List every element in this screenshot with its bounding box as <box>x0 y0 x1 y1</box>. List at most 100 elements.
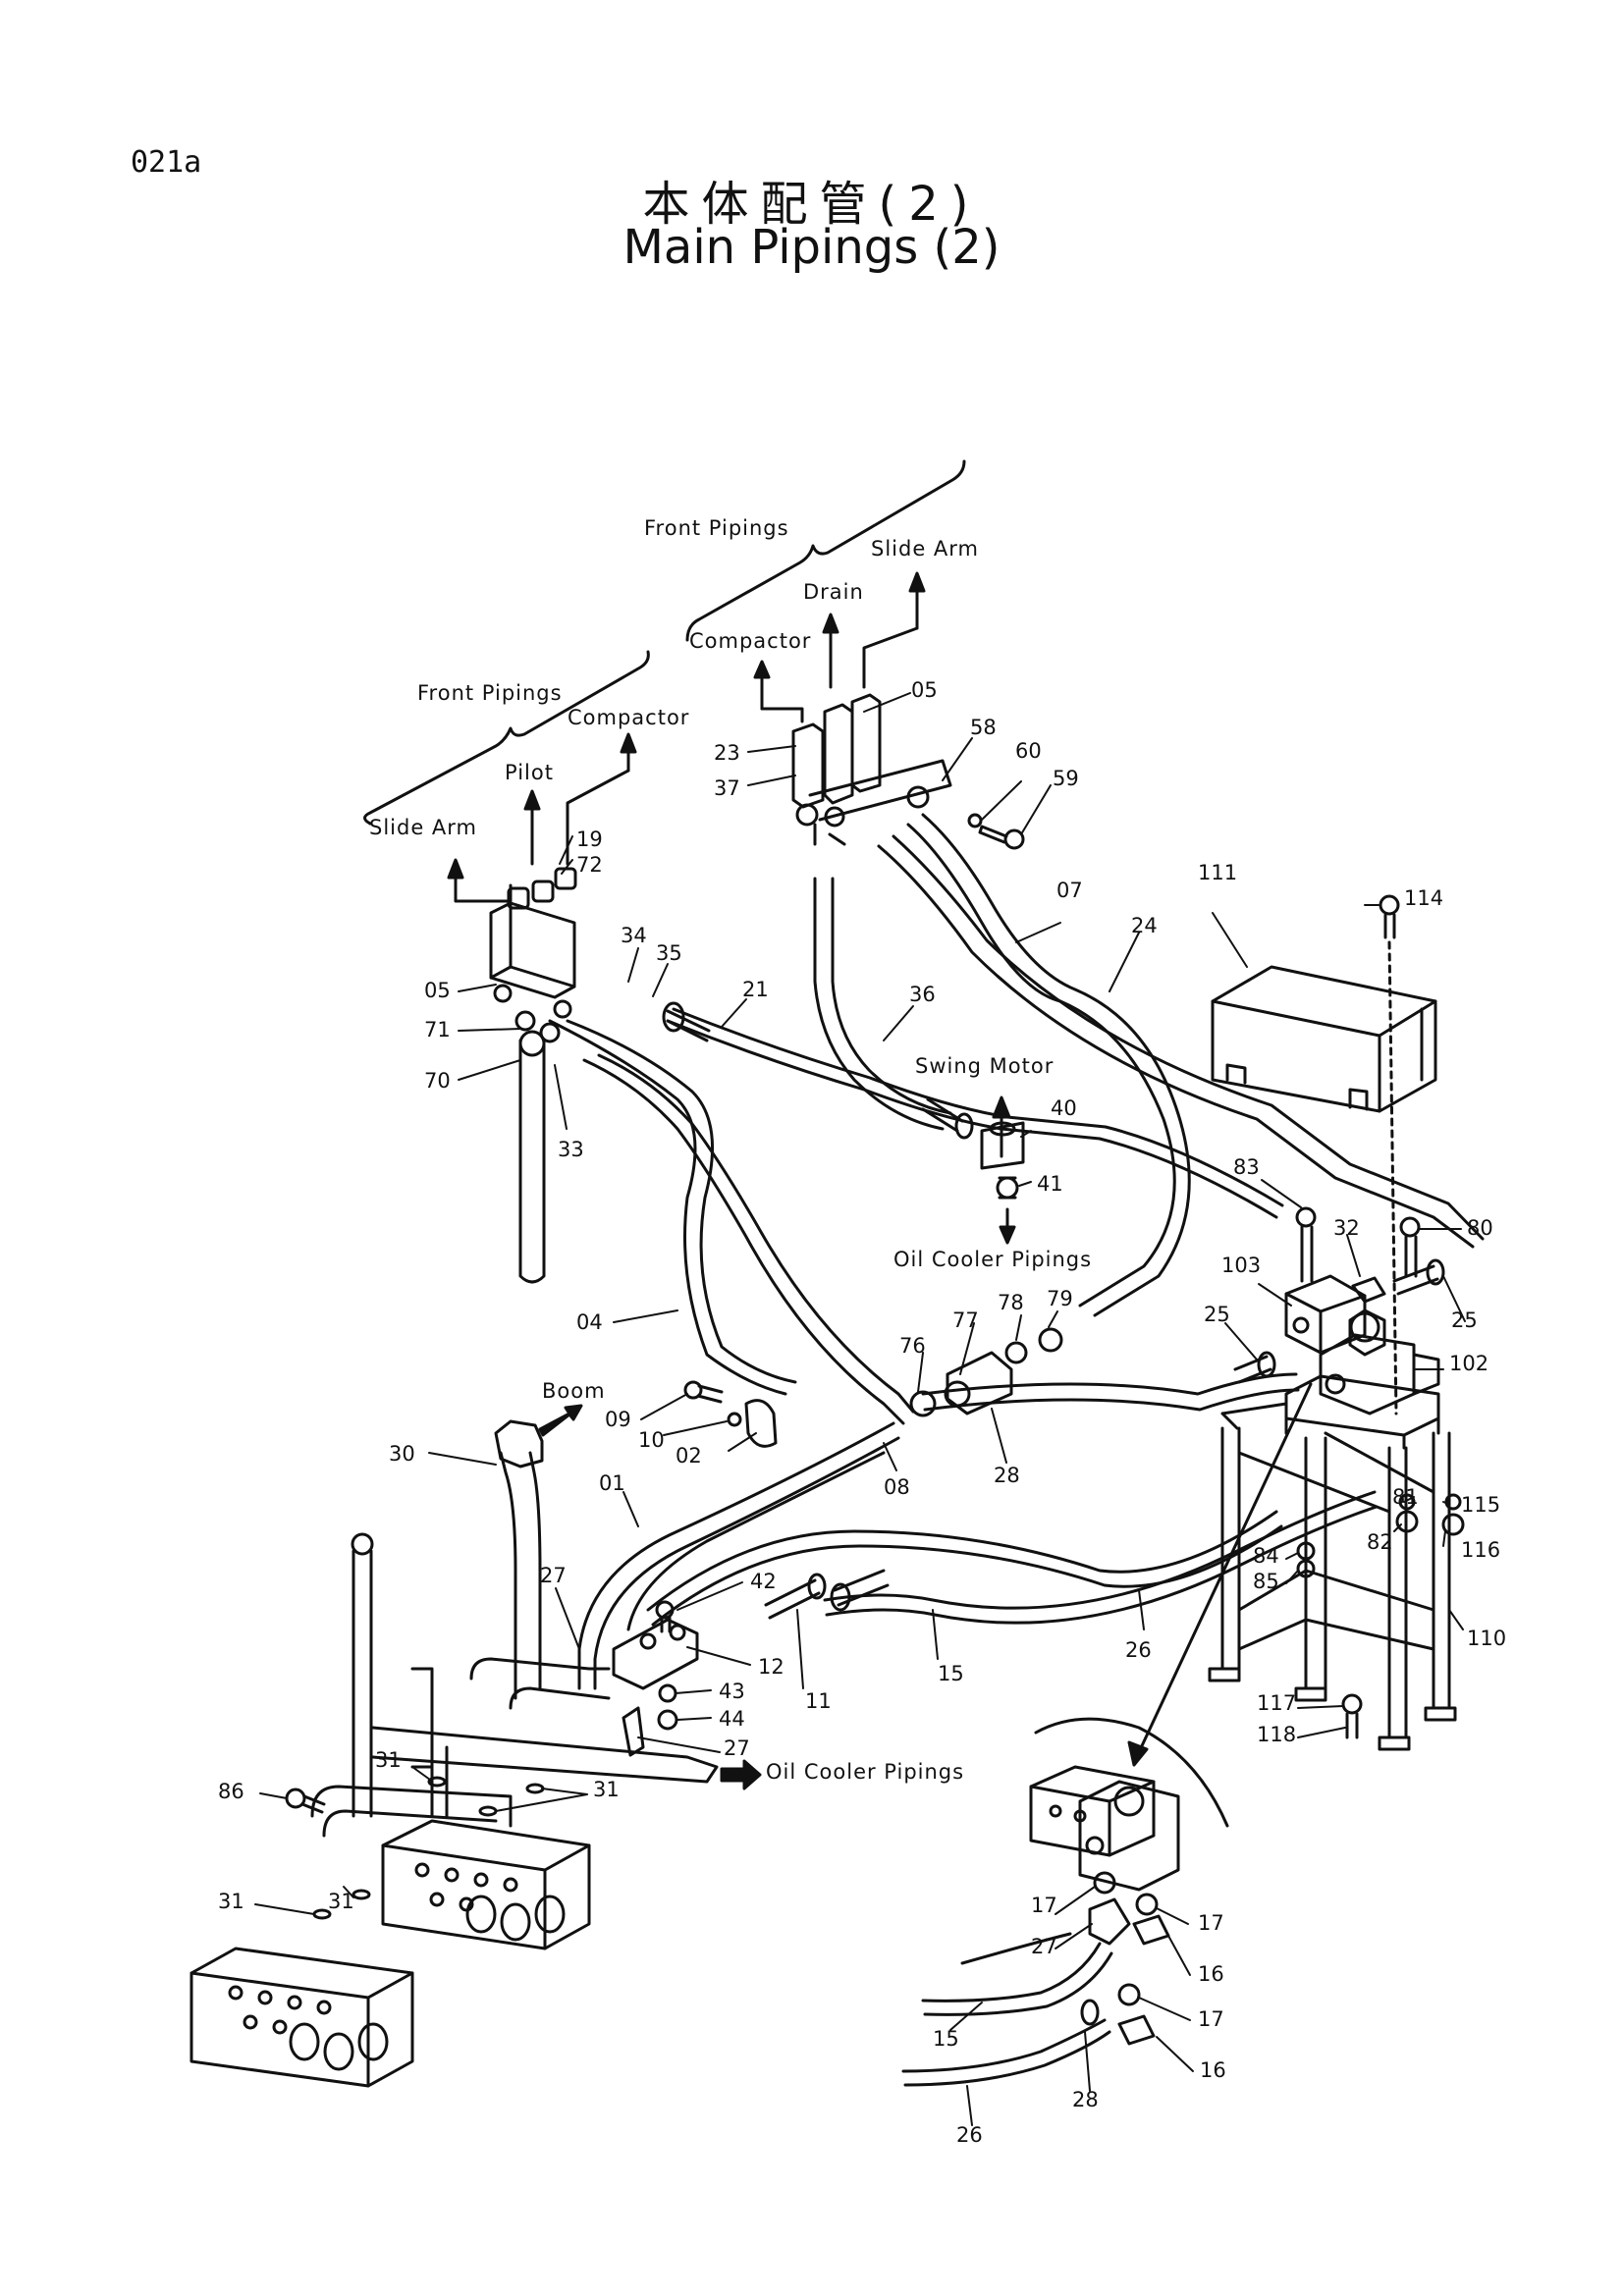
washer-60 <box>967 813 983 828</box>
leader-lines <box>254 692 1466 2126</box>
label-pilot: Pilot <box>505 761 554 784</box>
callout-labels: Front Pipings Slide Arm Drain Compactor … <box>369 516 1091 1784</box>
hose-08-inner <box>597 1053 915 1414</box>
part-number: 84 <box>1253 1544 1279 1568</box>
part-number: 86 <box>218 1780 244 1803</box>
fitting-27-lower <box>622 1706 645 1757</box>
hose-28 <box>921 1372 1298 1396</box>
hose-24-inner <box>892 834 1485 1241</box>
part-number: 28 <box>1072 2088 1099 2111</box>
label-compactor-right: Compactor <box>689 629 811 653</box>
part-number: 26 <box>956 2123 983 2147</box>
block-12 <box>612 1618 699 1690</box>
part-number: 09 <box>605 1408 631 1431</box>
part-number: 31 <box>328 1890 354 1913</box>
bolt-09 <box>683 1380 724 1404</box>
part-number: 11 <box>805 1689 832 1713</box>
main-control-valve <box>189 1819 591 2088</box>
part-number: 27 <box>1031 1935 1057 1958</box>
part-number: 81 <box>1392 1485 1419 1509</box>
part-number: 27 <box>540 1564 567 1587</box>
fitting-79 <box>1038 1327 1063 1353</box>
part-number: 07 <box>1056 879 1083 902</box>
part-number: 40 <box>1051 1096 1077 1120</box>
front-pipings-brace-right <box>685 459 966 642</box>
part-number: 83 <box>1233 1155 1260 1179</box>
hose-01-inner <box>593 1436 900 1690</box>
part-number: 103 <box>1221 1254 1261 1277</box>
page-title-japanese: 本体配管(2) <box>642 177 981 232</box>
bolt-117 <box>1341 1693 1363 1739</box>
stand-110 <box>1208 1374 1457 1751</box>
detail-fitting-27 <box>1088 1897 1131 1946</box>
detail-fitting-17-right <box>1135 1893 1159 1916</box>
down-arrow-icon-oil-cooler <box>999 1207 1016 1245</box>
washer-10 <box>727 1412 742 1427</box>
fitting-25-lower <box>1233 1351 1276 1384</box>
part-number: 71 <box>424 1018 451 1041</box>
part-number: 114 <box>1404 886 1443 910</box>
part-number: 04 <box>576 1310 603 1334</box>
part-number: 12 <box>758 1655 784 1679</box>
detail-fitting-17-left <box>1093 1871 1116 1895</box>
cover-111 <box>1211 965 1437 1113</box>
part-number: 110 <box>1467 1627 1506 1650</box>
hose-end-36 <box>921 1097 974 1140</box>
part-number: 80 <box>1467 1216 1493 1240</box>
fitting-32 <box>1351 1276 1386 1304</box>
detail-view-outline <box>1034 1717 1229 1828</box>
part-number: 24 <box>1131 914 1158 937</box>
bolt-59 <box>978 825 1025 850</box>
part-number: 59 <box>1053 767 1079 790</box>
part-number: 77 <box>952 1308 979 1332</box>
hose-04-inner <box>566 1019 797 1384</box>
part-number: 82 <box>1367 1530 1393 1554</box>
part-number: 27 <box>724 1736 750 1760</box>
up-arrow-icon-pilot <box>523 789 541 866</box>
part-number: 25 <box>1204 1303 1230 1326</box>
part-number: 111 <box>1198 861 1237 884</box>
label-front-pipings-left: Front Pipings <box>417 681 563 705</box>
part-number: 25 <box>1451 1308 1478 1332</box>
part-number: 05 <box>911 678 938 702</box>
part-number: 23 <box>714 741 740 765</box>
hose-01 <box>577 1421 895 1690</box>
front-pipings-brace-left <box>363 650 650 826</box>
part-number: 85 <box>1253 1570 1279 1593</box>
bolt-83 <box>1295 1206 1317 1283</box>
clamp-02 <box>744 1399 778 1448</box>
nut-81-82 <box>1395 1493 1419 1533</box>
part-number: 115 <box>1461 1493 1500 1517</box>
hose-21 <box>666 1019 1278 1219</box>
part-number: 15 <box>933 2027 959 2051</box>
part-number: 31 <box>375 1748 402 1772</box>
fitting-78 <box>1004 1341 1028 1364</box>
hose-24 <box>877 844 1475 1249</box>
nut-84-85 <box>1296 1541 1316 1578</box>
part-number: 34 <box>621 924 647 947</box>
hose-15 <box>823 1490 1377 1610</box>
hose-21-inner <box>672 1007 1284 1207</box>
part-number: 31 <box>593 1778 620 1801</box>
nut-115-116 <box>1441 1493 1465 1536</box>
part-number: 33 <box>558 1138 584 1161</box>
valve-block-102 <box>1319 1308 1440 1415</box>
fitting-40 <box>980 1121 1025 1170</box>
part-number: 32 <box>1333 1216 1360 1240</box>
label-boom: Boom <box>542 1379 606 1403</box>
up-arrow-icon-slide-arm-right <box>862 571 926 689</box>
part-number: 15 <box>938 1662 964 1685</box>
bolt-114 <box>1379 894 1400 1415</box>
detail-hoses <box>901 1932 1113 2087</box>
part-number: 19 <box>576 828 603 851</box>
elbow-30 <box>494 1419 544 1468</box>
label-compactor-left: Compactor <box>568 706 689 729</box>
main-valve-riser-pipes <box>310 1532 513 1838</box>
part-number-callouts: 05 58 60 59 23 37 19 72 05 34 35 21 36 0… <box>218 678 1506 2147</box>
fitting-76 <box>909 1390 937 1417</box>
hose-08 <box>582 1058 905 1425</box>
hose-04 <box>548 1019 787 1396</box>
hose-28-inner <box>923 1388 1300 1412</box>
hose-end-21 <box>662 1001 711 1042</box>
washer-43 <box>658 1683 677 1703</box>
